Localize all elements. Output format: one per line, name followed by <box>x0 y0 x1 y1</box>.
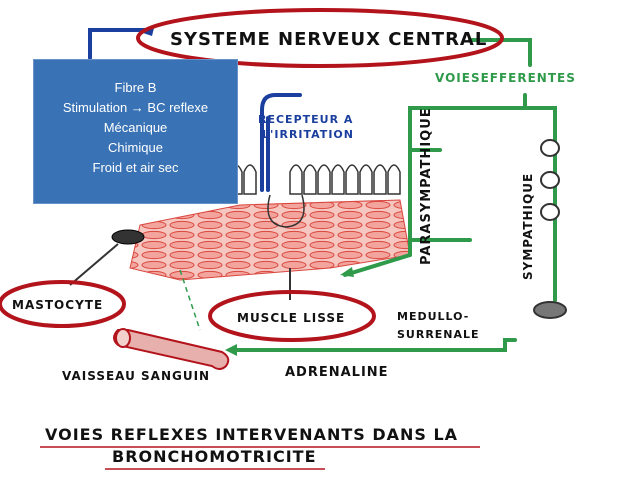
parasympathique-label: PARASYMPATHIQUE <box>419 107 434 265</box>
vessel-dashed-link <box>179 269 201 331</box>
afferent-arrow-head <box>140 28 154 36</box>
snc-label: SYSTEME NERVEUX CENTRAL <box>170 29 487 50</box>
blood-vessel <box>113 328 230 370</box>
adrenaline-arrow-head <box>225 344 237 356</box>
snc-highlight <box>136 8 504 68</box>
info-line-mecanique: Mécanique <box>103 120 168 135</box>
vaisseau-label: VAISSEAU SANGUIN <box>62 369 210 383</box>
muscle-lisse-label: MUSCLE LISSE <box>237 311 345 325</box>
afferent-nerve-paths <box>88 28 302 192</box>
epithelium-cells <box>229 164 401 228</box>
adrenaline-label: ADRENALINE <box>285 365 389 380</box>
parasympathetic-arrow-head <box>340 267 354 277</box>
info-box: Fibre B Stimulation → BC reflexe Mécaniq… <box>33 59 238 204</box>
info-line-froid: Froid et air sec <box>92 160 179 175</box>
info-line-chimique: Chimique <box>108 140 163 155</box>
highlight-ellipses <box>0 8 504 342</box>
recepteur-label-1: RECEPTEUR A <box>258 113 353 126</box>
mast-cell-shape <box>111 229 145 245</box>
caption-line-1: VOIES REFLEXES INTERVENANTS DANS LA <box>45 425 458 444</box>
caption-line-2: BRONCHOMOTRICITE <box>112 447 317 466</box>
sympathique-label: SYMPATHIQUE <box>521 173 535 280</box>
adrenal-medulla-shape <box>533 301 567 319</box>
efferent-nerve-paths <box>228 38 557 352</box>
smooth-muscle-tissue <box>129 199 411 281</box>
mastocyte-pointer <box>69 243 119 286</box>
recepteur-label-2: L'IRRITATION <box>262 128 354 141</box>
sympathetic-ganglia <box>540 139 560 221</box>
medullo-label-2: SURRENALE <box>397 328 480 341</box>
mastocyte-highlight <box>0 280 126 328</box>
info-line-fibre: Fibre B <box>114 80 157 95</box>
info-line-stimulation: Stimulation → BC reflexe <box>62 100 209 115</box>
muscle-highlight <box>208 290 376 342</box>
mastocyte-label: MASTOCYTE <box>12 298 103 312</box>
voies-efferentes-label: VOIESEFFERENTES <box>435 71 576 85</box>
medullo-label-1: MEDULLO- <box>397 310 469 323</box>
